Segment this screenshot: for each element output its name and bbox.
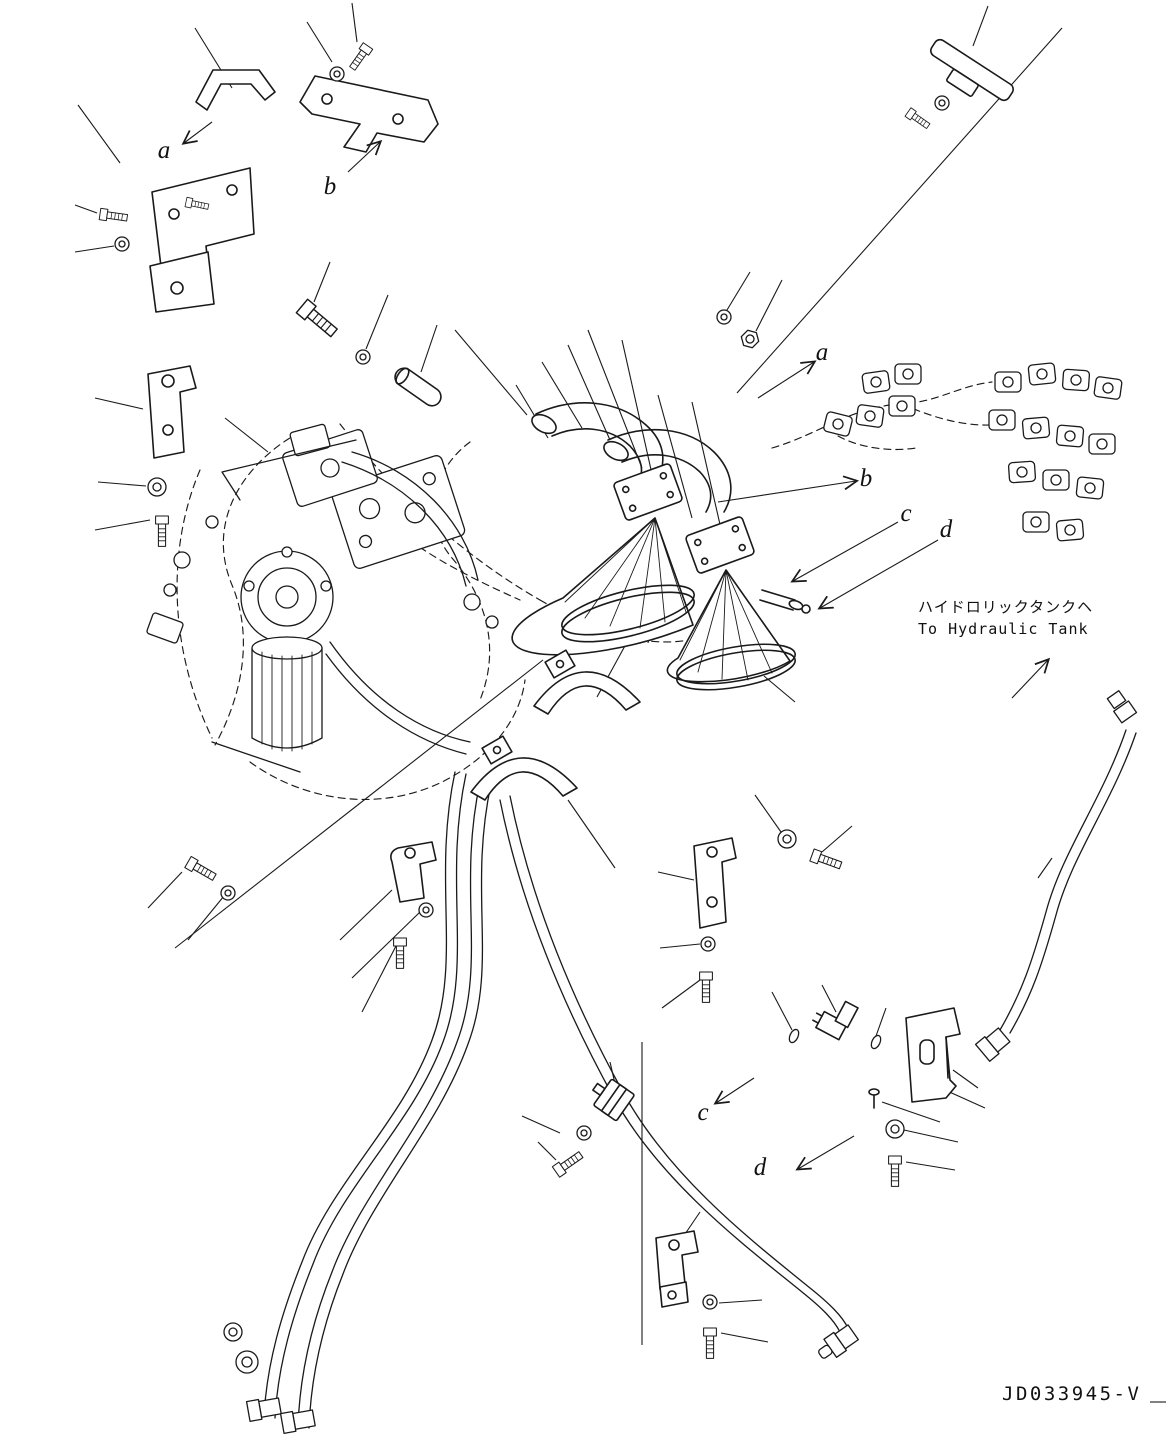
clamp-bracket <box>390 841 437 903</box>
callout-b-mid: b <box>860 465 873 492</box>
callout-c-bottom: c <box>697 1099 708 1126</box>
suction-group <box>511 402 811 691</box>
flange-plate <box>613 463 683 521</box>
washer <box>716 309 732 325</box>
bolt <box>184 855 219 884</box>
bolt <box>347 42 374 73</box>
washer <box>114 236 130 252</box>
bolt <box>98 207 129 224</box>
long-bolt <box>295 298 341 341</box>
washer <box>329 66 345 82</box>
outlet-fitting <box>759 589 811 614</box>
washer <box>777 829 797 849</box>
bolt <box>703 1327 717 1359</box>
elbow-fitting <box>812 1000 859 1041</box>
washer <box>418 902 434 918</box>
lower-hardware <box>184 829 961 1359</box>
callout-d-bottom: d <box>754 1154 767 1181</box>
bolt <box>551 1148 586 1178</box>
hydraulic-hoses <box>263 729 1137 1429</box>
nut <box>738 328 762 350</box>
left-bracket-group <box>147 365 197 547</box>
hydraulic-tank-note-en: To Hydraulic Tank <box>918 620 1089 638</box>
bolt <box>393 937 407 969</box>
valve-manifold <box>822 362 1123 542</box>
hose-fitting <box>974 1027 1011 1062</box>
suction-strainer <box>666 569 796 691</box>
washer <box>700 936 716 952</box>
bolt <box>888 1155 902 1187</box>
elbow-pipe <box>603 428 732 513</box>
washer <box>885 1119 905 1139</box>
flange-plate <box>685 516 755 574</box>
callout-b-top: b <box>324 173 337 200</box>
callout-d-mid: d <box>940 516 953 543</box>
washer <box>355 349 371 365</box>
washer <box>220 885 236 901</box>
callout-a-mid: a <box>816 339 829 366</box>
bolt <box>904 107 932 131</box>
elbow-pipe <box>531 402 664 485</box>
hose-fitting <box>1106 690 1138 724</box>
top-right-bracket <box>904 38 1014 131</box>
view-arrows <box>181 121 1051 1171</box>
hydraulic-tank-note-jp: ハイドロリックタンクヘ <box>918 598 1093 616</box>
spacer-sleeve <box>394 367 442 407</box>
bolt <box>809 848 844 872</box>
support-bracket <box>147 365 197 459</box>
washer <box>934 95 950 111</box>
pump-assembly <box>146 423 521 773</box>
hose-clamps <box>470 649 641 801</box>
support-bracket <box>693 837 737 929</box>
plug-pin <box>868 1088 880 1109</box>
washer <box>147 477 167 497</box>
o-ring <box>870 1034 882 1050</box>
hose-fitting <box>245 1397 282 1422</box>
bolt <box>155 515 169 547</box>
bolt <box>699 971 713 1003</box>
hose-clamp <box>470 735 578 801</box>
clamp-block <box>592 1078 635 1122</box>
bracket-b <box>299 75 439 153</box>
center-top-hardware <box>295 298 762 407</box>
callout-a-top: a <box>158 137 171 164</box>
hose-fitting <box>279 1409 316 1434</box>
washer <box>702 1294 718 1310</box>
hose-clamp <box>533 649 641 715</box>
brackets-top-left <box>98 42 439 313</box>
hose-fittings <box>223 690 1138 1434</box>
bracket-a <box>195 69 276 111</box>
o-ring <box>788 1028 800 1044</box>
hose-fitting <box>818 1324 860 1359</box>
washer <box>576 1125 592 1141</box>
bottom-bracket <box>655 1230 699 1290</box>
callout-c-mid: c <box>900 500 911 527</box>
suction-strainer <box>511 517 695 656</box>
drawing-number: JD033945-V <box>1002 1383 1141 1405</box>
